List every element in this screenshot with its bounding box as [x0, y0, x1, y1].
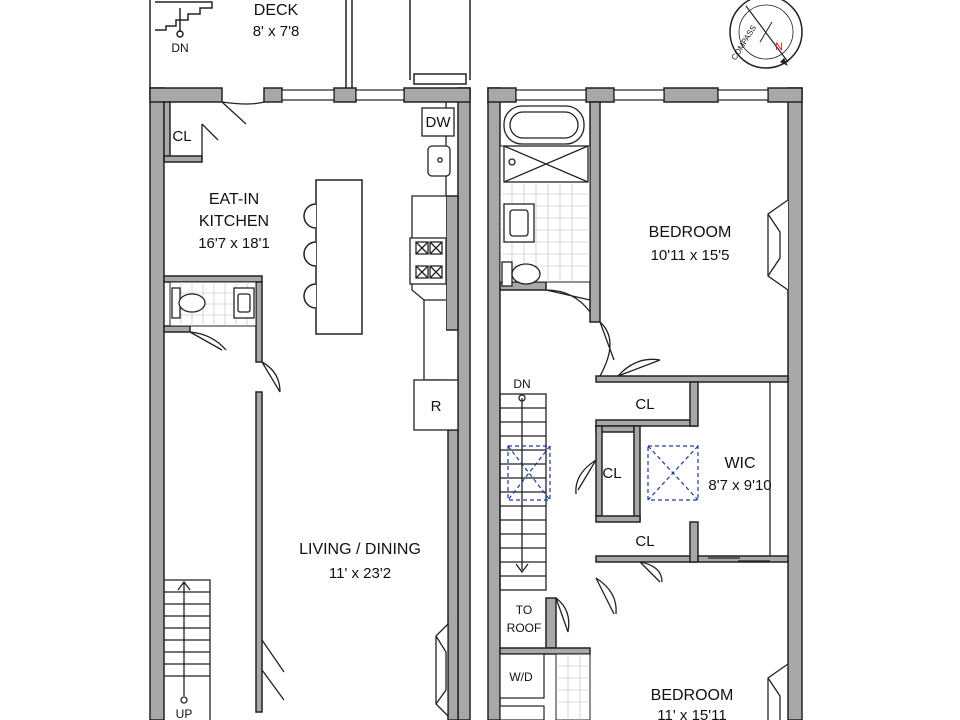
kitchen-island	[303, 179, 363, 335]
right-unit-windows	[515, 89, 769, 101]
stair-up	[164, 579, 211, 720]
kitchen-label-line2: KITCHEN	[199, 213, 269, 230]
skylights	[507, 445, 699, 501]
toilet-icon	[178, 293, 206, 313]
refrigerator	[413, 379, 459, 431]
bedroom-fireplaces	[767, 199, 789, 720]
bath-toilet-tank	[501, 261, 513, 287]
kitchen-label-line1: EAT-IN	[209, 191, 259, 208]
powder-room	[169, 281, 257, 327]
deck-dimensions: 8' x 7'8	[253, 23, 300, 40]
compass-north-label: N	[775, 41, 783, 53]
kitchen-dimensions: 16'7 x 18'1	[198, 235, 270, 252]
refrigerator-label: R	[431, 398, 442, 415]
deck-area	[149, 0, 471, 88]
wic-dimensions: 8'7 x 9'10	[708, 477, 771, 494]
wic-skylight	[647, 445, 699, 501]
bedroom2-label: BEDROOM	[651, 687, 734, 704]
main-bathroom	[499, 105, 591, 287]
living-dining-dimensions: 11' x 23'2	[329, 565, 391, 582]
closet-middle-label: CL	[602, 465, 621, 482]
left-unit-doors	[189, 101, 285, 701]
to-roof-line2: ROOF	[507, 621, 542, 635]
kitchen-counter	[409, 102, 459, 431]
stair-down-label: DN	[513, 377, 530, 391]
left-unit-windows	[281, 89, 405, 101]
bedroom1-label: BEDROOM	[649, 224, 732, 241]
right-unit-walls	[487, 87, 803, 720]
room-labels: DECK 8' x 7'8 DN CL DW EAT-IN KITCHEN 16…	[171, 2, 783, 720]
deck-label: DECK	[254, 2, 299, 19]
right-unit-doors	[545, 289, 771, 633]
to-roof-line1: TO	[516, 603, 532, 617]
laundry-area	[499, 653, 591, 720]
stair-skylight	[507, 445, 551, 501]
dishwasher-label: DW	[426, 114, 452, 131]
deck-stair-label: DN	[171, 41, 188, 55]
living-dining-label: LIVING / DINING	[299, 541, 421, 558]
stair-up-label: UP	[176, 707, 193, 720]
bedroom1-dimensions: 10'11 x 15'5	[651, 247, 730, 264]
bath-toilet-icon	[511, 263, 541, 285]
living-fireplace	[435, 622, 449, 718]
stair-down	[499, 393, 547, 591]
washer-dryer-label: W/D	[509, 670, 533, 684]
wic-label: WIC	[724, 455, 755, 472]
closet-upper-label: CL	[635, 396, 654, 413]
kitchen-closet-label: CL	[172, 128, 191, 145]
bedroom2-dimensions: 11' x 15'11	[657, 707, 726, 720]
closet-lower-label: CL	[635, 533, 654, 550]
dishwasher	[421, 107, 455, 137]
compass-icon	[729, 0, 803, 69]
stove-burners	[415, 241, 443, 279]
